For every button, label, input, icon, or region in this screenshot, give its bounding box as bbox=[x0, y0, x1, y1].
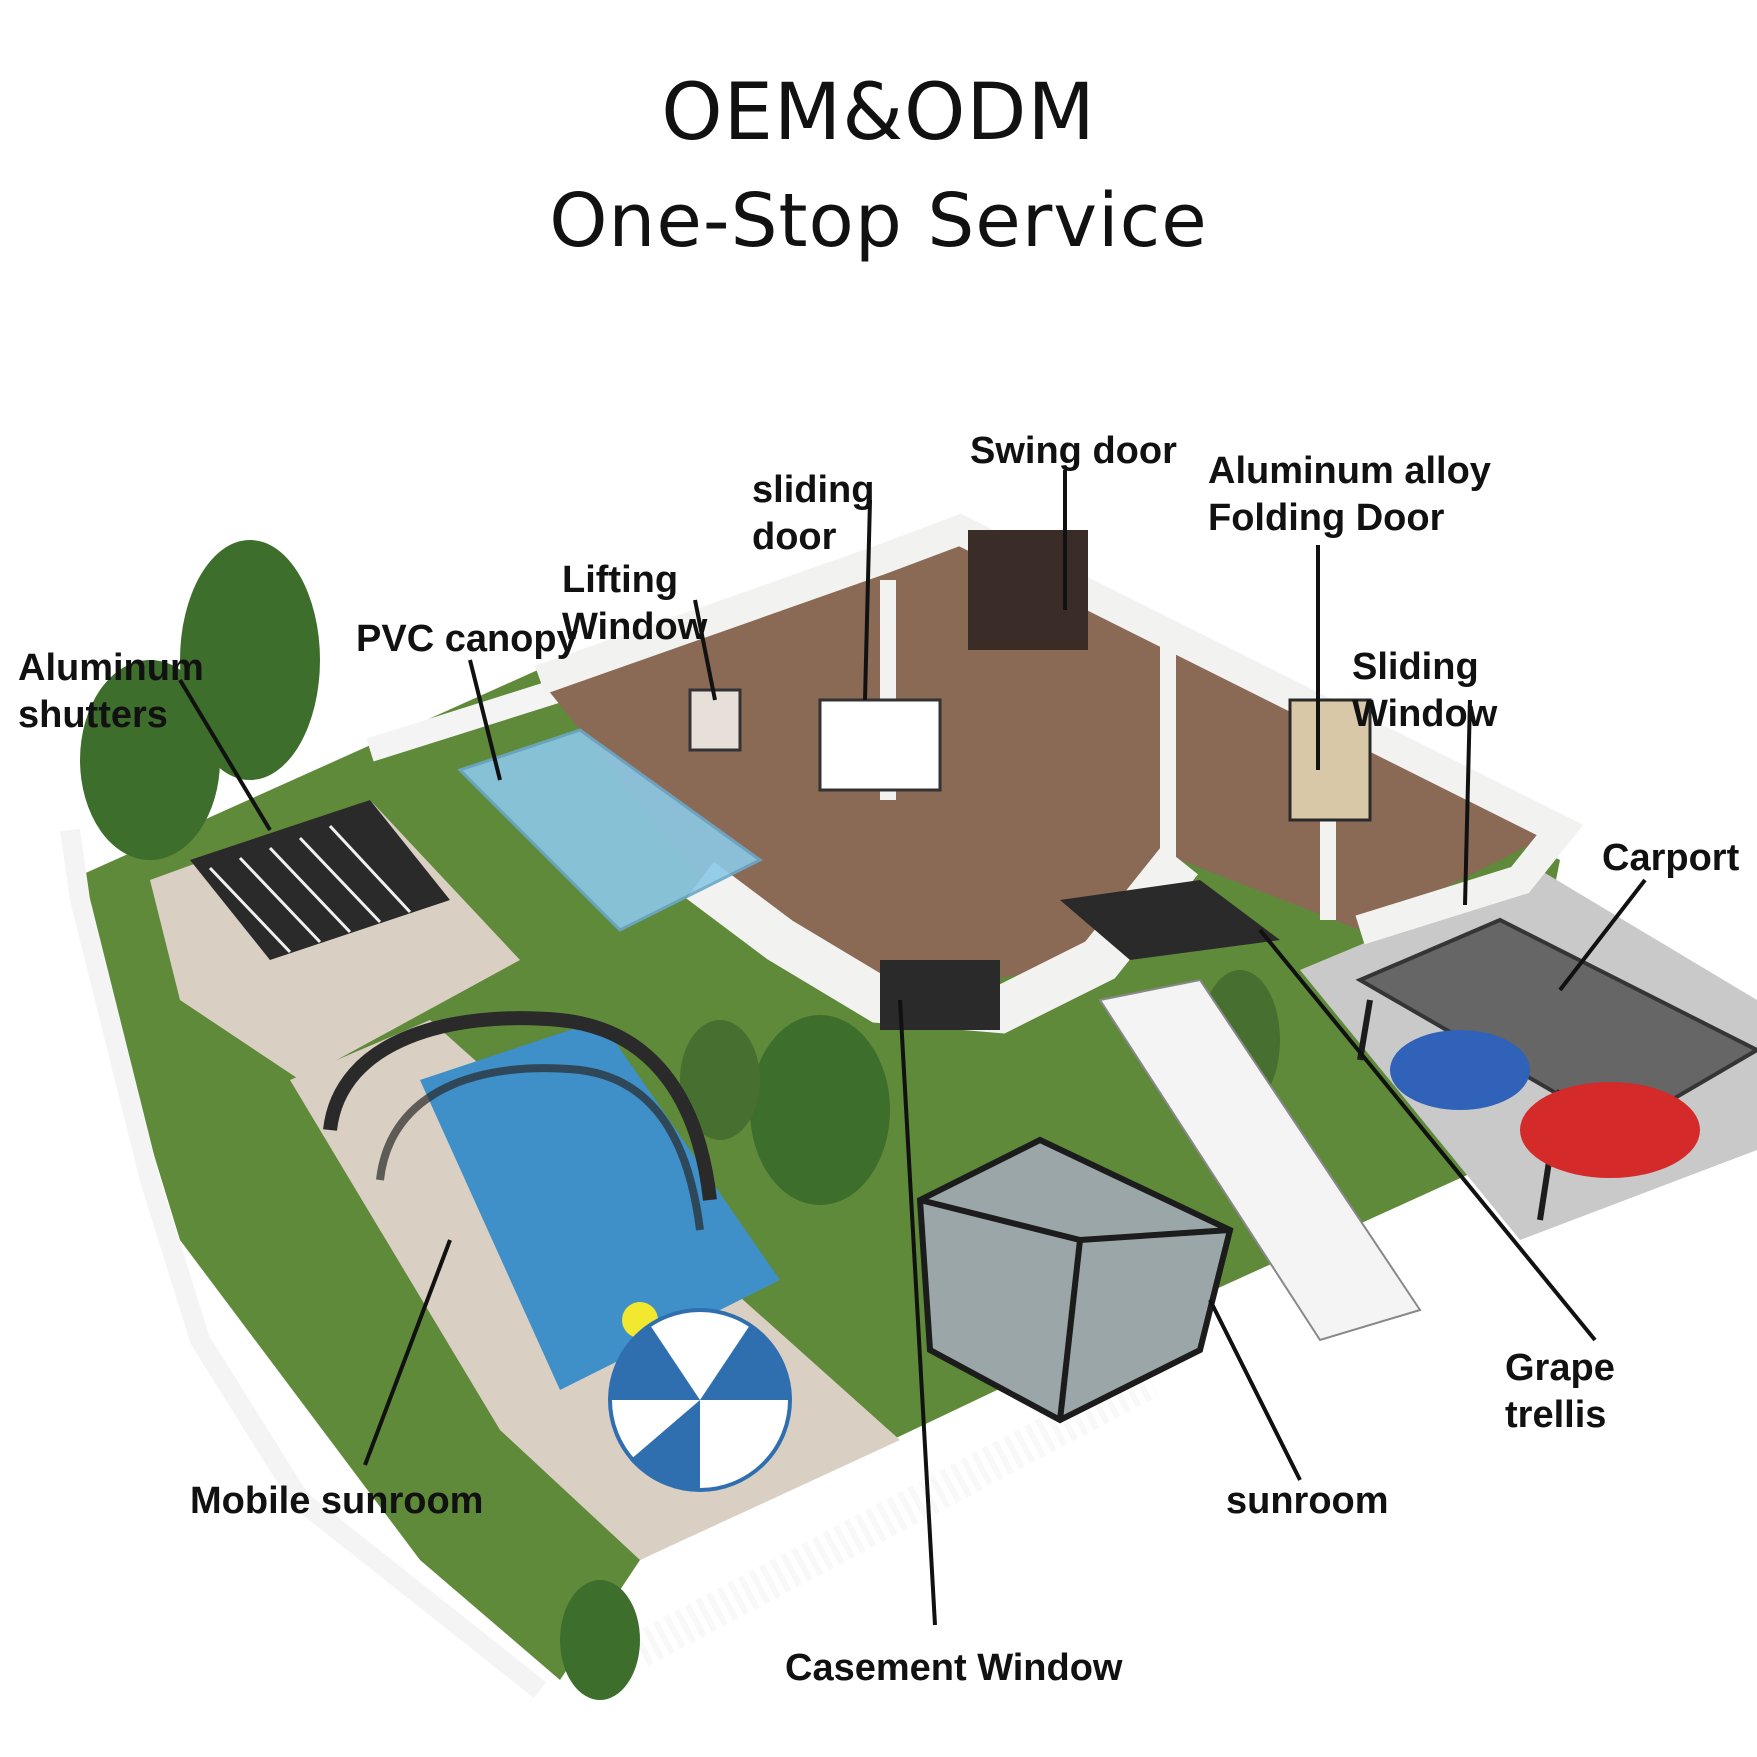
leader-lines bbox=[178, 470, 1647, 1626]
tree bbox=[180, 540, 320, 780]
label-folding-door-line1: Aluminum alloy bbox=[1208, 450, 1491, 492]
title-line-2: One-Stop Service bbox=[549, 178, 1208, 264]
tree bbox=[750, 1015, 890, 1205]
tree bbox=[80, 660, 220, 860]
car-blue bbox=[1390, 1030, 1530, 1110]
label-aluminum-shutters: Aluminum shutters bbox=[18, 645, 204, 739]
walkway bbox=[1098, 978, 1422, 1342]
carport-roof bbox=[1355, 917, 1757, 1133]
label-casement-window: Casement Window bbox=[785, 1647, 1123, 1689]
fence-left bbox=[60, 828, 547, 1698]
fence-front bbox=[631, 1364, 1159, 1666]
label-sunroom: sunroom bbox=[1226, 1480, 1389, 1522]
label-grape-trellis: Grape trellis bbox=[1505, 1345, 1615, 1439]
label-lifting-window-line2: Window bbox=[562, 606, 708, 648]
label-sliding-door-line1: sliding bbox=[752, 469, 875, 511]
label-lifting-window-line1: Lifting bbox=[562, 559, 679, 601]
casement-window-panel bbox=[880, 960, 1000, 1030]
label-sliding-window-line1: Sliding bbox=[1352, 646, 1479, 688]
label-aluminum-shutters-line1: Aluminum bbox=[18, 647, 204, 689]
swing-door-panel bbox=[968, 530, 1088, 650]
label-sliding-door: sliding door bbox=[752, 467, 874, 561]
label-swing-door: Swing door bbox=[970, 430, 1177, 472]
fence-back bbox=[366, 678, 564, 762]
grape-trellis-roof bbox=[1060, 880, 1280, 960]
label-sliding-window: Sliding Window bbox=[1352, 644, 1497, 738]
title-line-1: OEM&ODM bbox=[661, 68, 1096, 158]
house-floor bbox=[540, 530, 1560, 1000]
folding-door-panel bbox=[1288, 698, 1372, 822]
label-sliding-door-line2: door bbox=[752, 516, 837, 558]
interior-wall bbox=[1160, 640, 1176, 880]
car-red bbox=[1520, 1082, 1700, 1178]
pergola-roof bbox=[190, 800, 450, 960]
label-grape-trellis-line2: trellis bbox=[1505, 1394, 1607, 1436]
label-folding-door: Aluminum alloy Folding Door bbox=[1208, 448, 1491, 542]
label-grape-trellis-line1: Grape bbox=[1505, 1347, 1615, 1389]
label-sliding-window-line2: Window bbox=[1352, 693, 1498, 735]
tree bbox=[560, 1580, 640, 1700]
label-lifting-window: Lifting Window bbox=[562, 557, 707, 651]
pvc-canopy bbox=[457, 728, 763, 932]
sliding-door-panel bbox=[818, 698, 942, 792]
pool bbox=[420, 1020, 780, 1390]
label-carport: Carport bbox=[1602, 837, 1740, 879]
label-mobile-sunroom: Mobile sunroom bbox=[190, 1480, 484, 1522]
mobile-sunroom-dome bbox=[323, 1011, 717, 1201]
house-walls bbox=[535, 513, 1584, 945]
label-folding-door-line2: Folding Door bbox=[1208, 497, 1445, 539]
label-aluminum-shutters-line2: shutters bbox=[18, 694, 168, 736]
tree bbox=[680, 1020, 760, 1140]
label-pvc-canopy: PVC canopy bbox=[356, 618, 578, 660]
